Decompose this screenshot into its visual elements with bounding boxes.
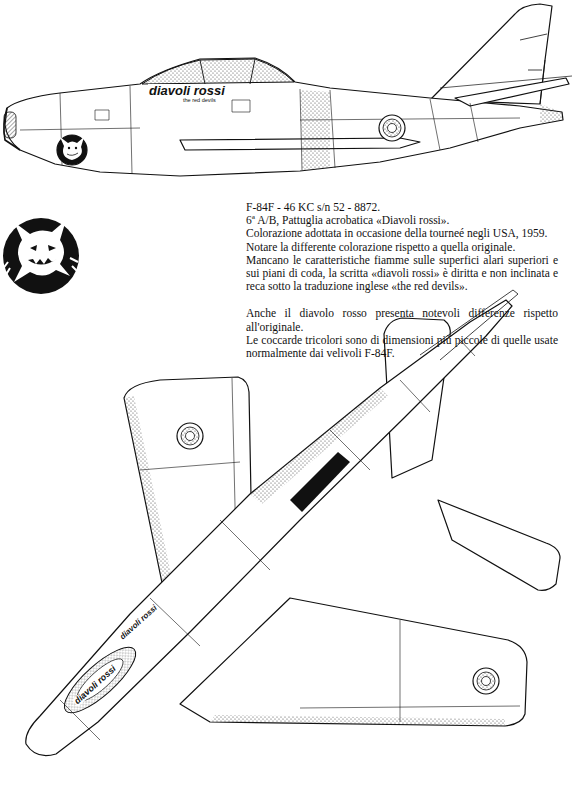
cockade	[379, 115, 405, 141]
stabilizer	[455, 78, 569, 106]
wing	[180, 138, 420, 150]
caption-paragraph: Le coccarde tricolori sono di dimensioni…	[246, 334, 558, 360]
nose-emblem	[57, 135, 87, 165]
devil-emblem	[2, 218, 79, 294]
aircraft-lettering: diavoli rossi	[148, 84, 226, 97]
caption-line: Notare la differente colorazione rispett…	[246, 241, 558, 254]
caption-line: Colorazione adottata in occasione della …	[246, 227, 558, 240]
caption-paragraph: Mancano le caratteristiche fiamme sulle …	[246, 254, 558, 294]
fuselage	[5, 58, 563, 176]
canopy	[142, 59, 294, 84]
caption-block: F-84F - 46 KC s/n 52 - 8872.6ª A/B, Patt…	[246, 201, 558, 360]
title: F-84F - 46 KC s/n 52 - 8872.	[246, 201, 558, 214]
stab-right	[438, 500, 560, 590]
fuselage-top	[26, 300, 512, 756]
top-view	[26, 290, 560, 756]
aircraft-lettering-small: the red devils	[182, 98, 217, 104]
wing-right	[180, 598, 527, 726]
caption-paragraph: Anche il diavolo rosso presenta notevoli…	[246, 307, 558, 333]
side-view	[4, 4, 572, 176]
caption-line: 6ª A/B, Pattuglia acrobatica «Diavoli ro…	[246, 214, 558, 227]
